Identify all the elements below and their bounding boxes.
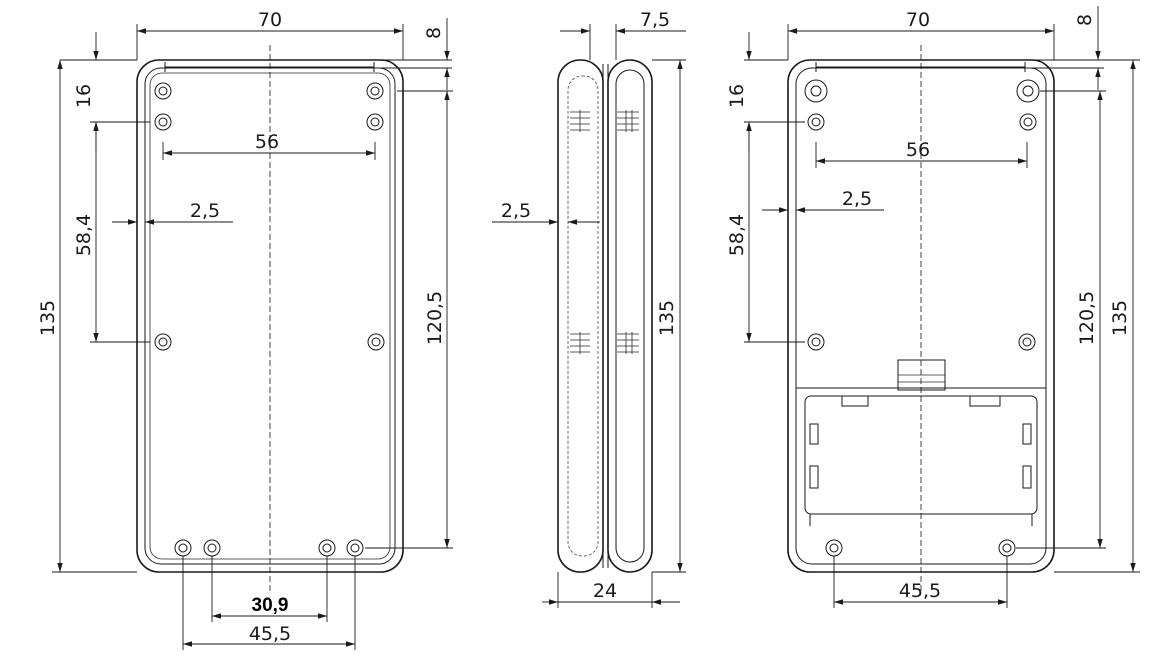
screw-boss (154, 113, 172, 131)
dim-label: 70 (906, 9, 930, 31)
side-right-inner (615, 69, 645, 563)
dim-label: 2,5 (842, 188, 872, 210)
dim-back-screw-offset: 16 (726, 32, 805, 152)
dim-label: 45,5 (249, 623, 291, 645)
dim-label: 120,5 (424, 291, 446, 345)
back-view: 70 8 16 56 2,5 (726, 6, 1140, 608)
dim-front-width: 70 (136, 9, 404, 60)
dim-label: 45,5 (899, 580, 941, 602)
dim-label: 56 (255, 131, 279, 153)
dim-label: 24 (593, 580, 617, 602)
side-right-shell (607, 59, 653, 573)
screw-boss (825, 539, 843, 557)
screw-boss (998, 539, 1016, 557)
dim-side-lip: 7,5 (560, 9, 686, 60)
dim-label: 70 (258, 9, 282, 31)
dim-front-top-offset: 8 (380, 18, 452, 90)
back-top-lip (815, 62, 1026, 72)
screw-boss (154, 333, 172, 351)
side-left-inner (567, 75, 599, 557)
dim-label: 8 (423, 27, 445, 39)
dim-back-width: 70 (787, 9, 1055, 60)
side-clip-features (570, 110, 639, 354)
screw-boss (174, 539, 192, 557)
dim-label: 135 (1109, 300, 1131, 336)
dim-label: 120,5 (1076, 291, 1098, 345)
screw-boss (203, 539, 221, 557)
screw-boss (154, 82, 172, 100)
screw-boss (346, 539, 364, 557)
dim-back-hole-spacing-v: 58,4 (726, 122, 805, 343)
front-view: 70 8 16 56 2,5 (37, 9, 453, 650)
front-screw-bosses (154, 82, 385, 557)
screw-boss (318, 539, 336, 557)
dim-label: 58,4 (73, 214, 95, 256)
dim-front-bottom-inner: 30,9 (211, 556, 328, 622)
dim-label: 56 (906, 139, 930, 161)
dim-label: 30,9 (252, 595, 289, 616)
dim-front-hole-spacing-h: 56 (162, 131, 376, 160)
screw-boss (367, 333, 385, 351)
screw-boss (807, 113, 825, 131)
screw-boss (366, 82, 384, 100)
dim-label: 2,5 (501, 200, 531, 222)
dim-label: 2,5 (190, 200, 220, 222)
dim-label: 135 (37, 300, 59, 336)
screw-boss (366, 113, 384, 131)
dim-back-top-offset: 8 (1030, 6, 1104, 90)
dim-back-height: 135 (1054, 59, 1140, 573)
dim-back-bottom: 45,5 (833, 556, 1008, 608)
dim-back-wall: 2,5 (762, 188, 884, 213)
screw-boss (1018, 333, 1036, 351)
dim-label: 135 (656, 300, 678, 336)
dim-front-screw-offset: 16 (60, 32, 150, 152)
screw-boss (807, 333, 825, 351)
front-top-lip (164, 62, 375, 72)
screw-boss (1019, 113, 1037, 131)
dim-front-height: 135 (37, 60, 137, 573)
dim-front-inner-height: 120,5 (365, 90, 453, 549)
dim-side-depth: 24 (542, 572, 680, 608)
side-left-shell (557, 59, 604, 573)
dim-label: 16 (726, 84, 748, 108)
side-view: 7,5 2,5 135 24 (492, 9, 686, 608)
dim-front-hole-spacing-v: 58,4 (73, 122, 150, 343)
dim-label: 16 (73, 84, 95, 108)
dim-label: 58,4 (726, 214, 748, 256)
screw-boss (1016, 79, 1040, 103)
dim-front-wall: 2,5 (112, 200, 233, 225)
screw-boss (804, 79, 828, 103)
dim-label: 8 (1074, 14, 1096, 26)
battery-compartment (796, 359, 1046, 526)
dim-side-wall: 2,5 (492, 200, 600, 225)
dim-back-inner-height: 120,5 (1016, 90, 1106, 549)
dim-label: 7,5 (640, 9, 670, 31)
dim-side-height: 135 (652, 59, 686, 573)
dim-front-bottom-outer: 45,5 (182, 556, 356, 650)
dim-back-hole-spacing-h: 56 (815, 139, 1028, 168)
